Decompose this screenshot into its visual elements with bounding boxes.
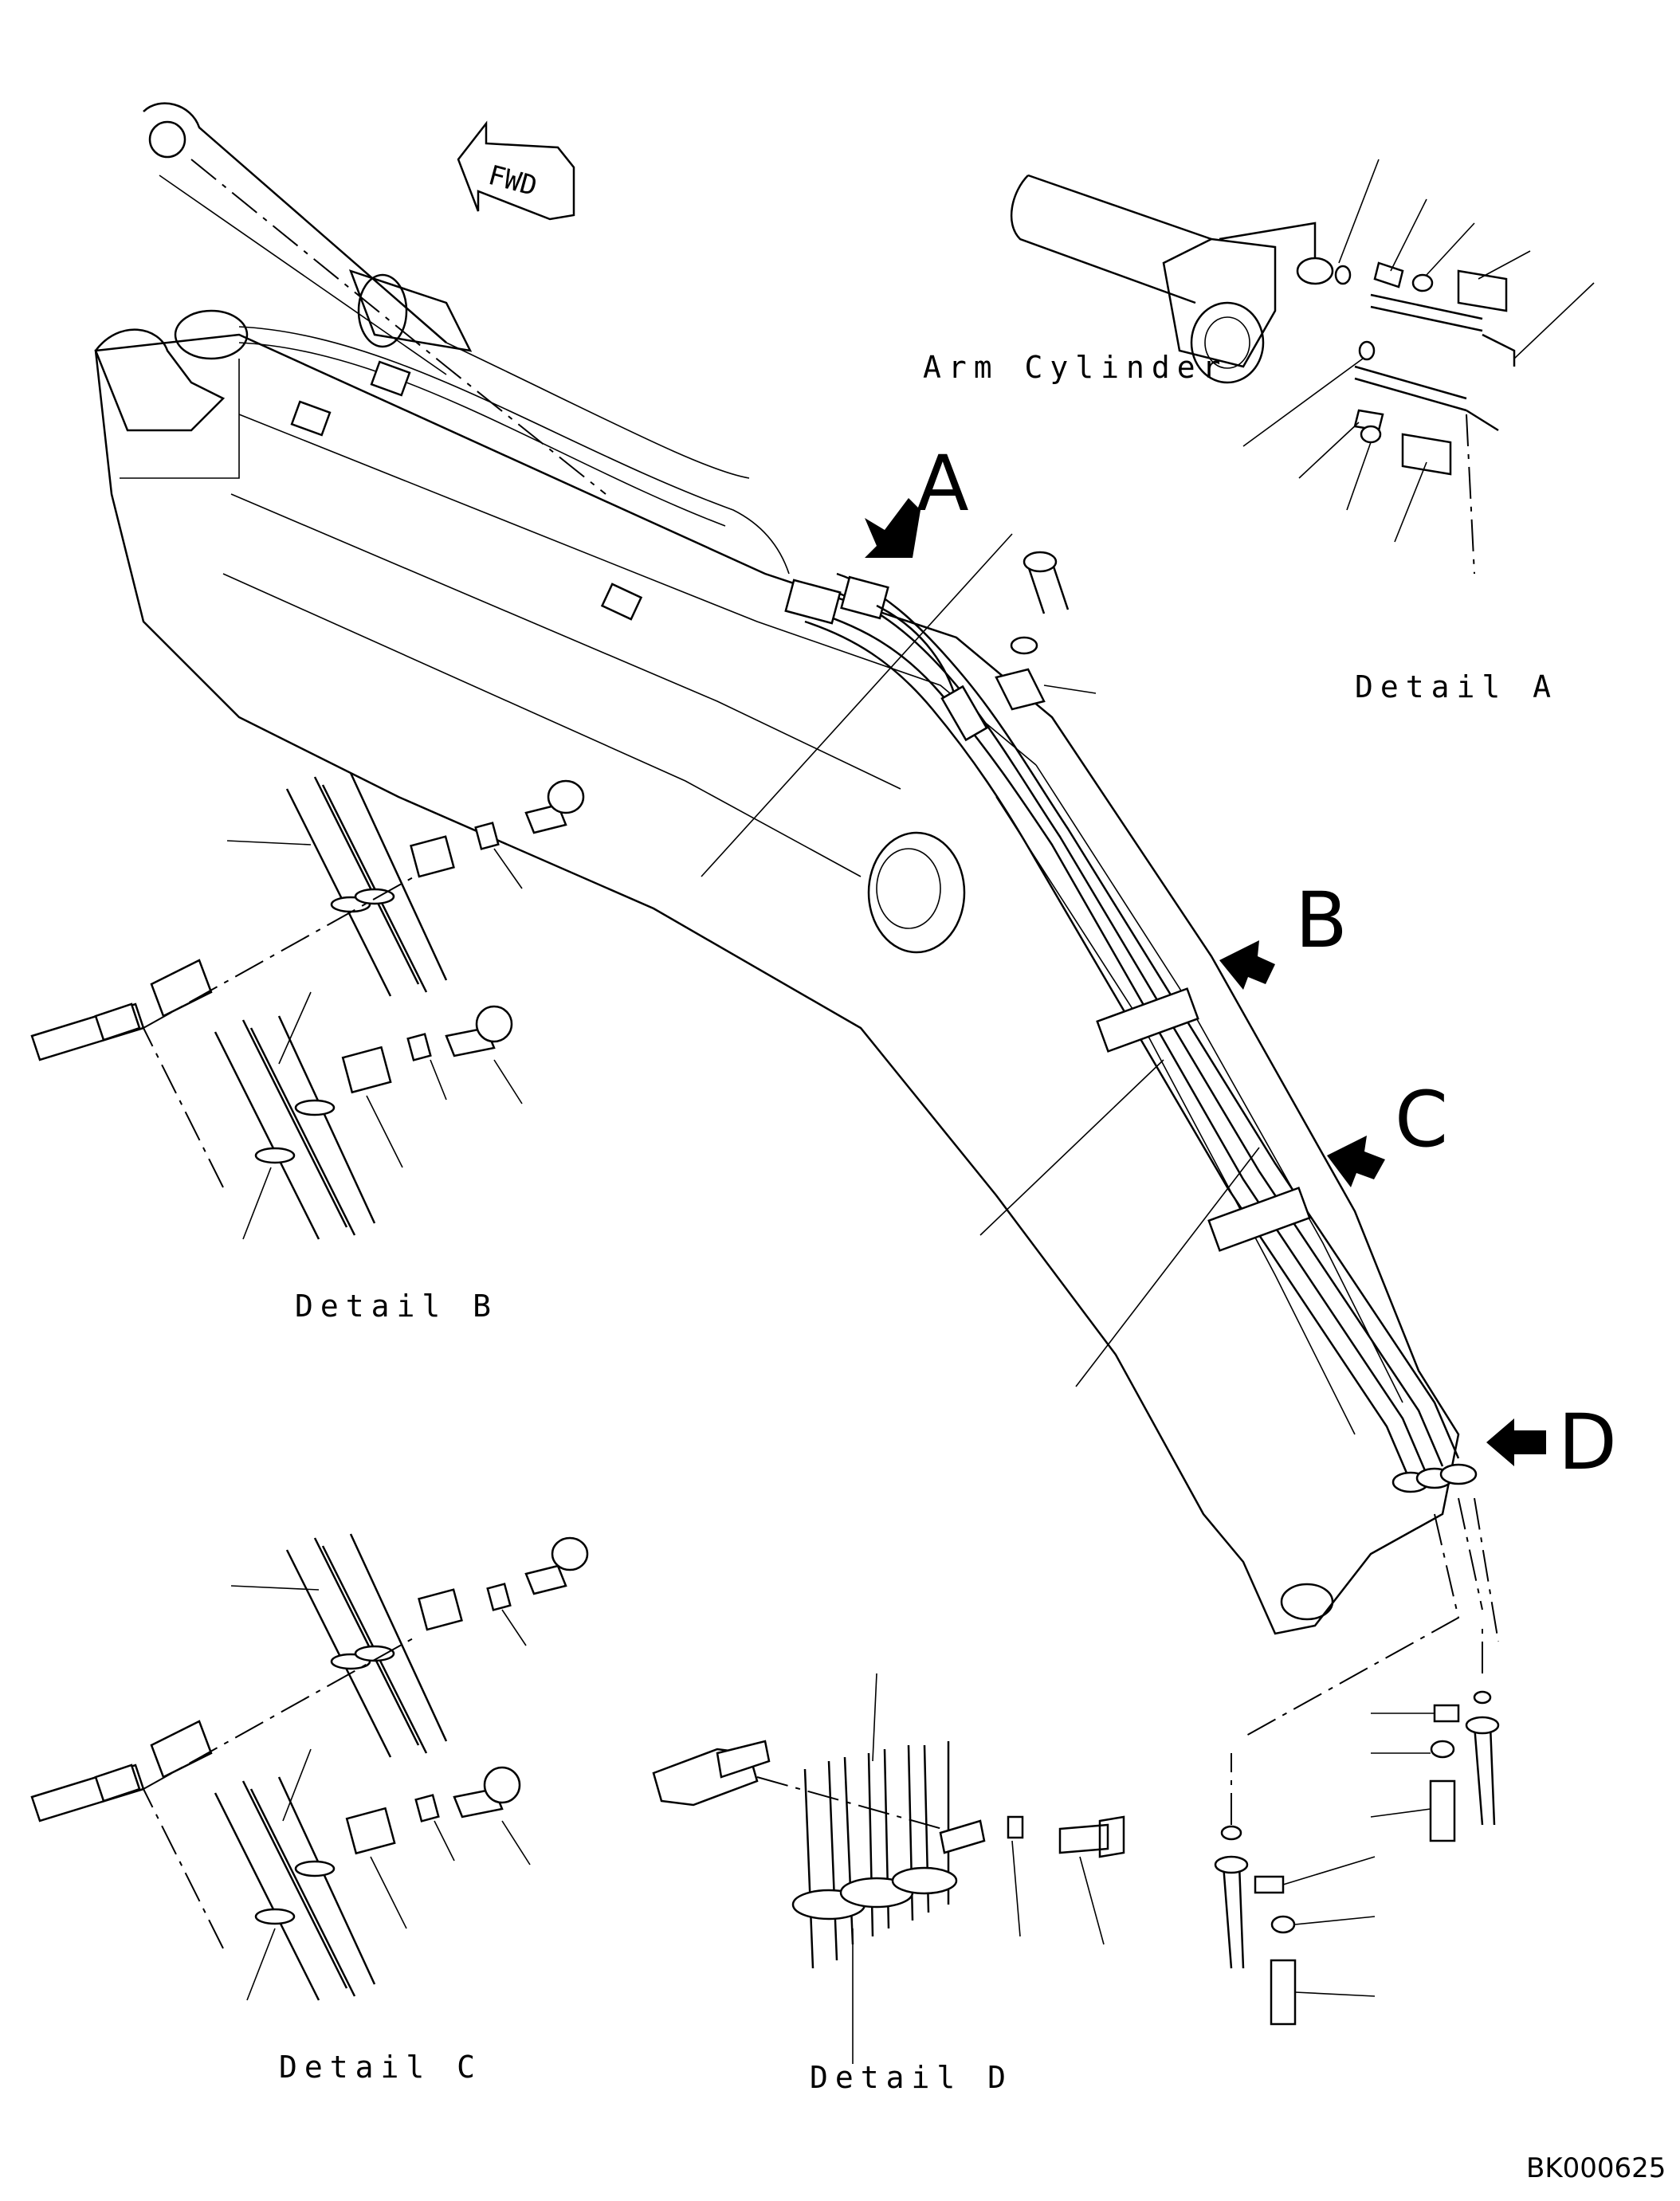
view-letter-c: C bbox=[1395, 1075, 1448, 1164]
detail-b-group: Detail B bbox=[30, 772, 585, 1324]
forward-direction-arrow: FWD bbox=[457, 120, 575, 221]
detail-a-group: Arm Cylinder Detail A bbox=[923, 159, 1595, 704]
detail-c-group: Detail C bbox=[30, 1533, 589, 2085]
view-c-indicator: C bbox=[1327, 1075, 1448, 1187]
detail-d-label: Detail D bbox=[810, 2060, 1013, 2095]
arm-cylinder-label: Arm Cylinder bbox=[923, 350, 1228, 385]
detail-c-label: Detail C bbox=[279, 2050, 482, 2085]
cylinder-end bbox=[357, 273, 408, 348]
hose-routing bbox=[701, 533, 1499, 1738]
bottom-right-fittings bbox=[1214, 1626, 1500, 2026]
view-letter-a: A bbox=[917, 439, 969, 528]
detail-d-group: Detail D bbox=[652, 1673, 1125, 2095]
view-letter-d: D bbox=[1558, 1398, 1617, 1487]
clamp-c bbox=[1207, 1187, 1311, 1252]
clamp-b bbox=[1096, 987, 1199, 1053]
view-letter-b: B bbox=[1295, 876, 1348, 965]
view-b-indicator: B bbox=[1219, 876, 1348, 990]
arm-boss-pin bbox=[867, 831, 966, 954]
view-a-indicator: A bbox=[865, 439, 969, 558]
view-d-indicator: D bbox=[1486, 1398, 1617, 1487]
detail-a-label: Detail A bbox=[1355, 669, 1558, 704]
detail-b-label: Detail B bbox=[295, 1289, 498, 1324]
drawing-code: BK000625 bbox=[1526, 2152, 1666, 2184]
excavator-arm bbox=[94, 102, 1460, 1635]
